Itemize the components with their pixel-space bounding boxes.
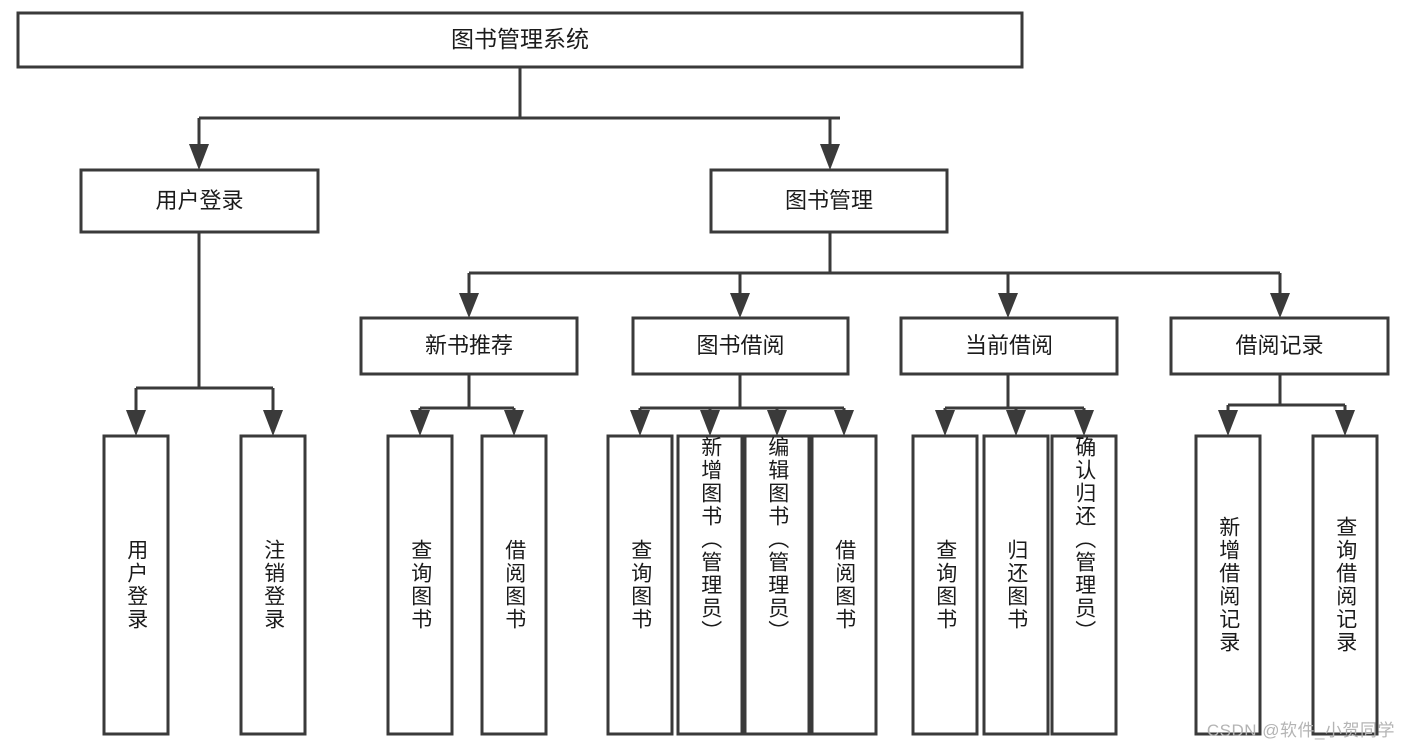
- arrowhead-book-borrow: [730, 293, 750, 318]
- arrowhead-user-login: [189, 144, 209, 170]
- node-book-borrow-box[interactable]: [631, 316, 850, 376]
- connector-group-book-manage-children: [459, 232, 1290, 318]
- node-new-book-recommend-box[interactable]: [359, 316, 579, 376]
- leaf-box-edit-book-admin[interactable]: [743, 434, 811, 736]
- node-book-manage-box[interactable]: [709, 168, 949, 234]
- node-root[interactable]: 图书管理系统: [16, 11, 1024, 69]
- node-root-box[interactable]: [16, 11, 1024, 69]
- leaf-box-query-book-2[interactable]: [606, 434, 674, 736]
- arrowhead-new-book-recommend: [459, 293, 479, 318]
- arrowhead-current-borrow: [998, 293, 1018, 318]
- leaf-box-query-borrow-record[interactable]: [1311, 434, 1379, 736]
- leaf-box-add-book-admin[interactable]: [676, 434, 744, 736]
- arrowhead-leaf-add-book-admin: [700, 410, 720, 436]
- node-borrow-record-box[interactable]: [1169, 316, 1390, 376]
- leaf-box-confirm-return-admin[interactable]: [1050, 434, 1118, 736]
- node-book-manage-label: 图书管理: [785, 188, 873, 213]
- connector-group-user-login-children: [126, 232, 283, 436]
- node-current-borrow-box[interactable]: [899, 316, 1119, 376]
- connector-group-book-borrow-children: [630, 374, 854, 436]
- leaf-box-return-book[interactable]: [982, 434, 1050, 736]
- arrowhead-leaf-add-borrow-record: [1218, 410, 1238, 436]
- node-user-login-box[interactable]: [79, 168, 320, 234]
- connector-group-borrow-record-children: [1218, 374, 1355, 436]
- arrowhead-leaf-return-book: [1006, 410, 1026, 436]
- leaf-box-borrow-book-1[interactable]: [480, 434, 548, 736]
- arrowhead-leaf-query-book-3: [935, 410, 955, 436]
- connector-group-root-to-level2: [189, 67, 840, 170]
- arrowhead-leaf-query-borrow-record: [1335, 410, 1355, 436]
- leaf-box-borrow-book-2[interactable]: [810, 434, 878, 736]
- arrowhead-leaf-query-book-2: [630, 410, 650, 436]
- node-user-login-label: 用户登录: [155, 188, 243, 213]
- arrowhead-leaf-borrow-book-1: [504, 410, 524, 436]
- leaf-box-query-book-1[interactable]: [386, 434, 454, 736]
- leaf-box-logout[interactable]: [239, 434, 307, 736]
- node-root-label: 图书管理系统: [451, 26, 589, 52]
- leaf-box-user-login[interactable]: [102, 434, 170, 736]
- leaf-node-boxes: [102, 434, 1379, 736]
- csdn-watermark: CSDN @软件_小贺同学: [1206, 721, 1395, 740]
- leaf-box-add-borrow-record[interactable]: [1194, 434, 1262, 736]
- node-book-manage[interactable]: 图书管理: [709, 168, 949, 234]
- arrowhead-borrow-record: [1270, 293, 1290, 318]
- arrowhead-leaf-query-book-1: [410, 410, 430, 436]
- leaf-box-query-book-3[interactable]: [911, 434, 979, 736]
- arrowhead-leaf-user-login: [126, 410, 146, 436]
- arrowhead-leaf-borrow-book-2: [834, 410, 854, 436]
- node-current-borrow[interactable]: 当前借阅: [899, 316, 1119, 376]
- node-borrow-record[interactable]: 借阅记录: [1169, 316, 1390, 376]
- node-current-borrow-label: 当前借阅: [965, 333, 1053, 358]
- node-user-login[interactable]: 用户登录: [79, 168, 320, 234]
- arrowhead-book-manage: [820, 144, 840, 170]
- node-new-book-recommend[interactable]: 新书推荐: [359, 316, 579, 376]
- node-borrow-record-label: 借阅记录: [1235, 333, 1323, 358]
- arrowhead-leaf-logout: [263, 410, 283, 436]
- connector-group-current-borrow-children: [935, 374, 1094, 436]
- node-new-book-recommend-label: 新书推荐: [425, 333, 513, 358]
- node-book-borrow-label: 图书借阅: [696, 333, 784, 358]
- node-book-borrow[interactable]: 图书借阅: [631, 316, 850, 376]
- connector-group-new-book-recommend-children: [410, 374, 524, 436]
- arrowhead-leaf-confirm-return-admin: [1074, 410, 1094, 436]
- arrowhead-leaf-edit-book-admin: [767, 410, 787, 436]
